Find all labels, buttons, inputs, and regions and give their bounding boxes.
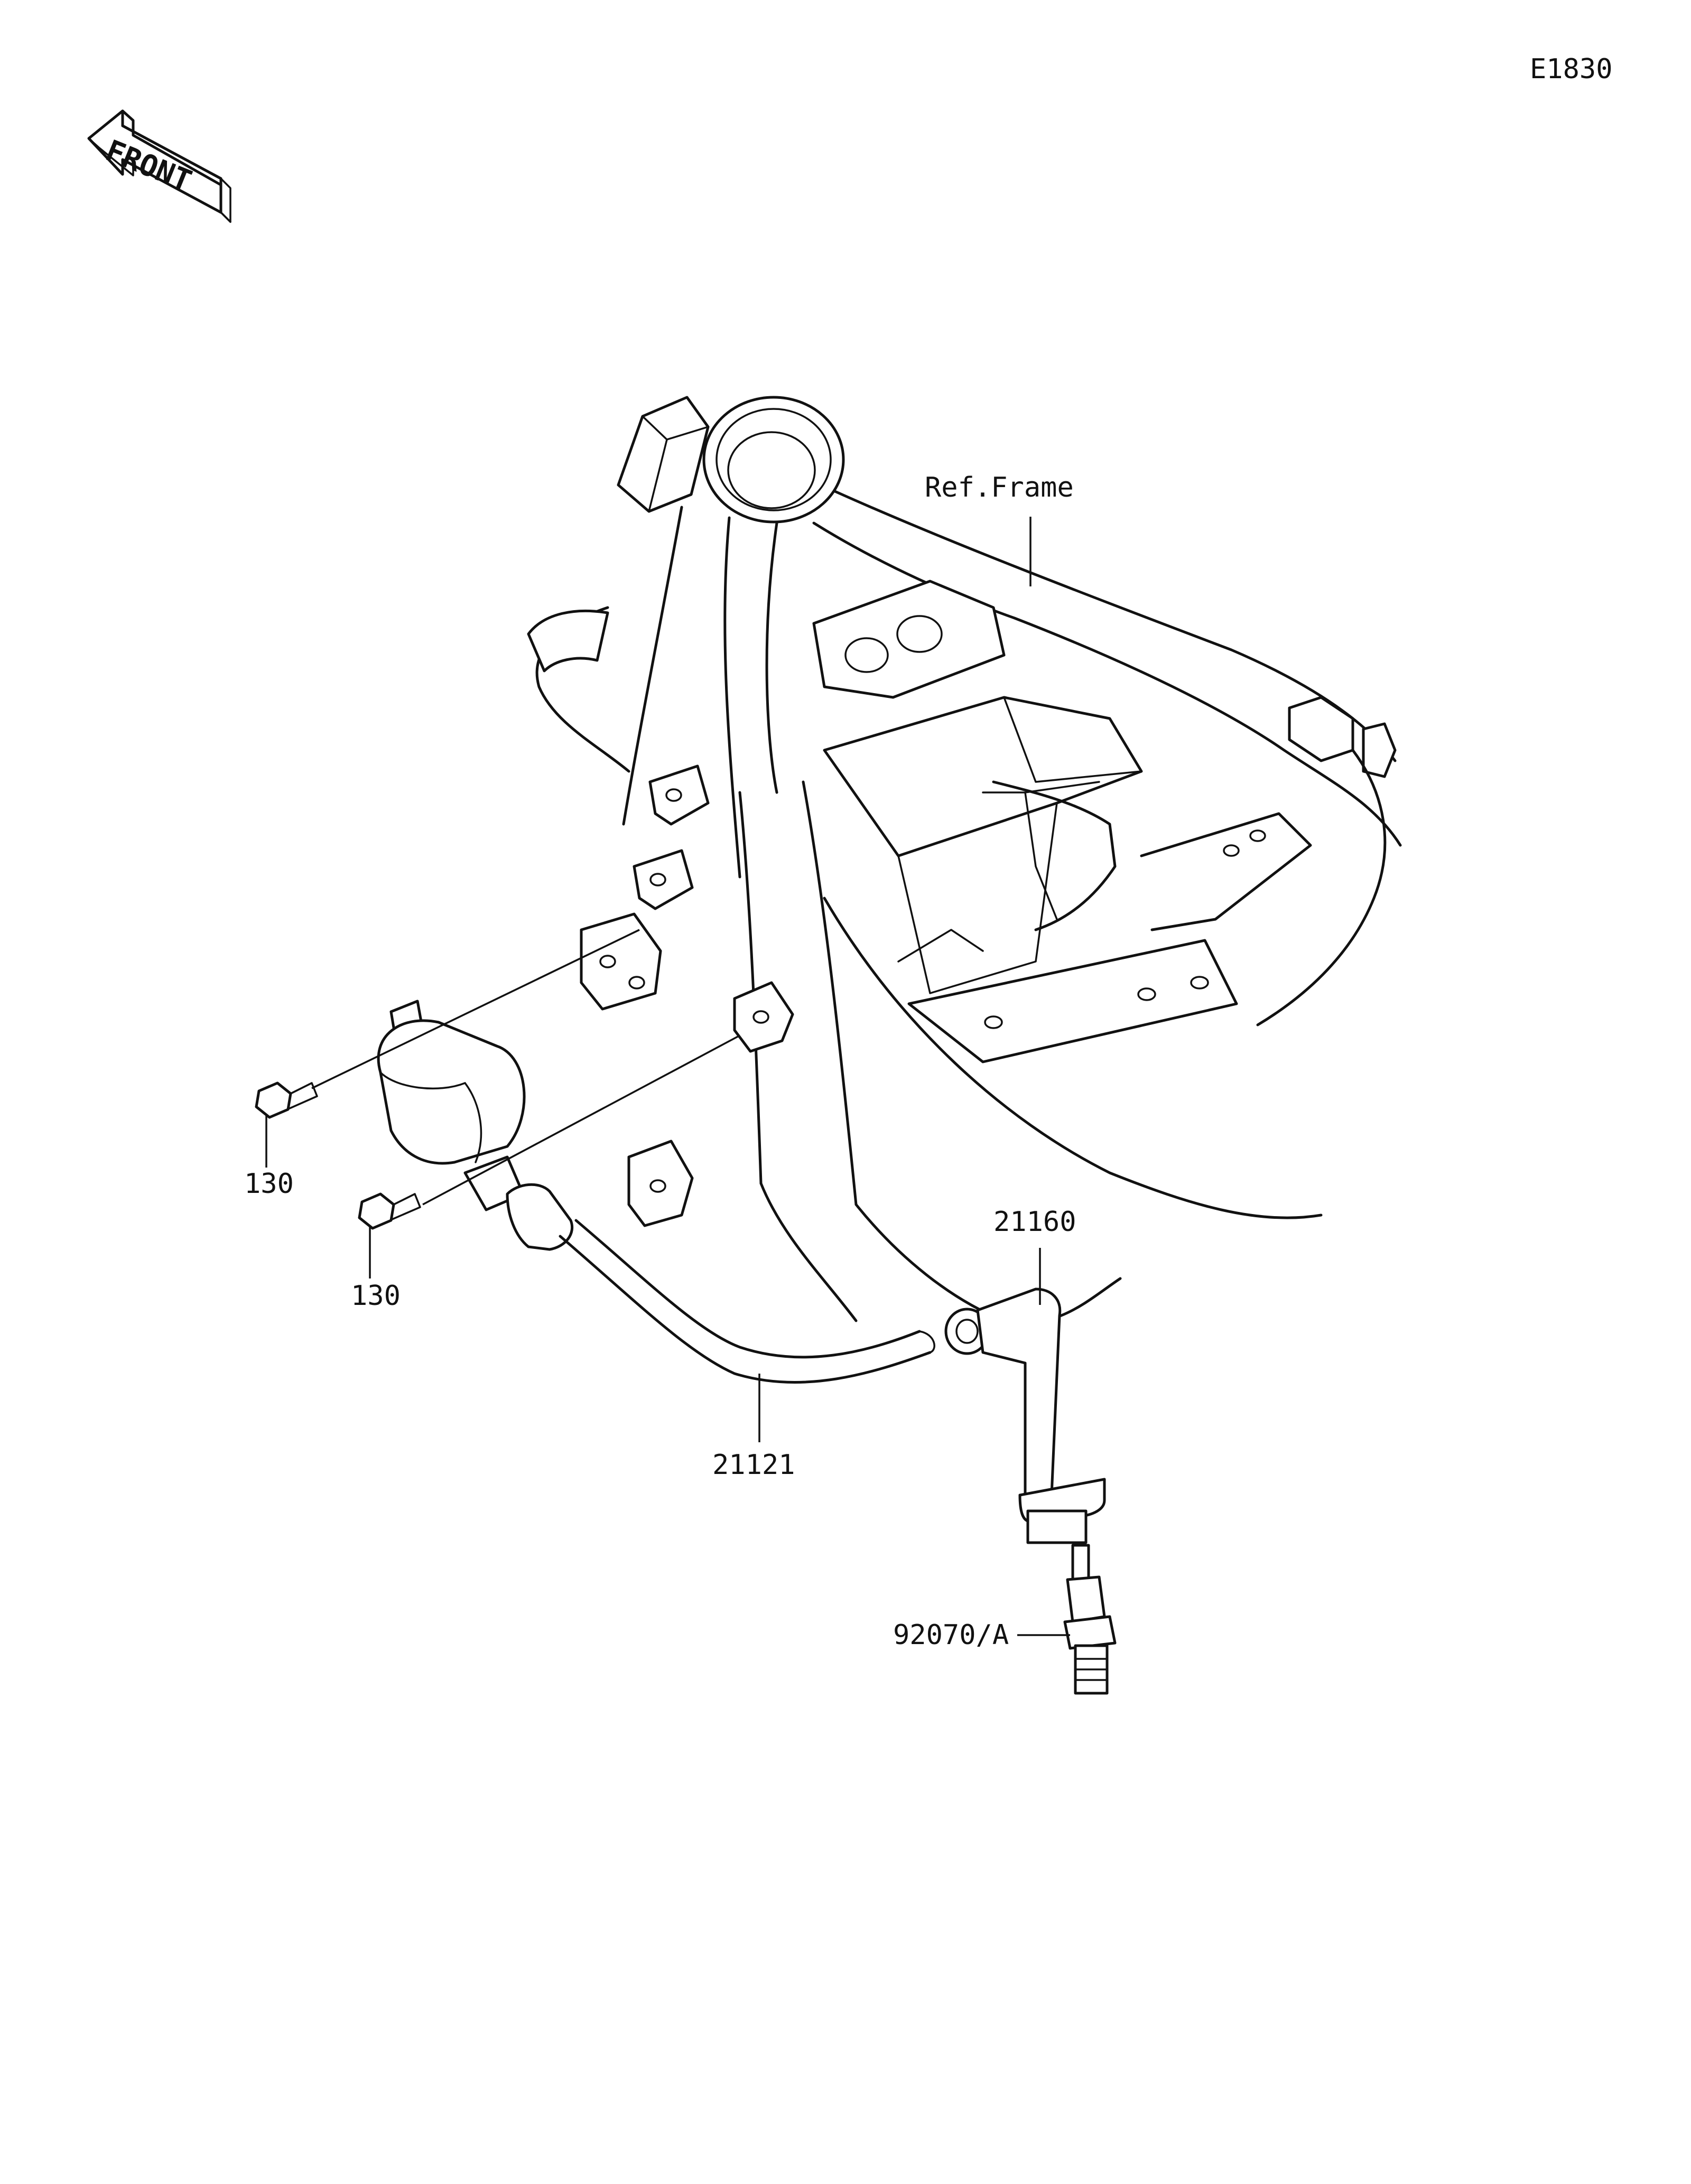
plug-cap (944, 1287, 1106, 1544)
spark-plug (1063, 1544, 1117, 1695)
label-plug-cap: 21160 (993, 1206, 1076, 1238)
diagram-code: E1830 (1530, 53, 1613, 85)
label-ref-frame: Ref.Frame (925, 472, 1074, 503)
frame-drawing (527, 396, 1402, 1324)
label-spark-plug: 92070/A (893, 1619, 1009, 1651)
label-coil: 21121 (712, 1449, 795, 1481)
bolt-lower-icon (358, 1192, 421, 1230)
ignition-coil (377, 1000, 935, 1384)
label-bolt-upper: 130 (244, 1168, 294, 1200)
leader-lines (265, 517, 1070, 1636)
bolt-upper-icon (255, 1081, 318, 1119)
label-bolt-lower: 130 (351, 1280, 401, 1312)
front-arrow-icon: FRONT (87, 109, 231, 223)
